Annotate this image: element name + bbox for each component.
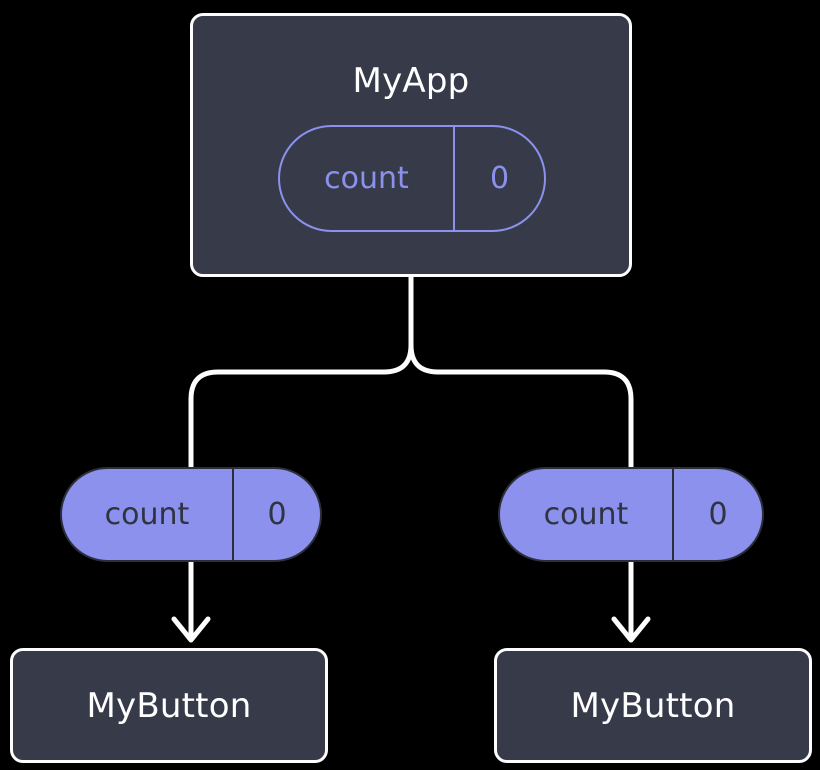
node-mybutton-left[interactable]: MyButton <box>10 648 328 763</box>
prop-pill-left[interactable]: count 0 <box>60 467 322 562</box>
state-pill-myapp-key: count <box>280 127 455 230</box>
arrowhead-right-icon <box>611 616 651 643</box>
prop-pill-left-key: count <box>62 469 234 560</box>
prop-pill-right-value: 0 <box>708 496 728 532</box>
node-myapp[interactable]: MyApp <box>190 13 632 277</box>
node-mybutton-left-title: MyButton <box>86 685 252 726</box>
arrowhead-left-icon <box>171 616 211 643</box>
state-pill-myapp-value: 0 <box>489 160 510 196</box>
edge-split-left <box>188 274 414 473</box>
prop-pill-left-value: 0 <box>267 496 287 532</box>
state-pill-myapp[interactable]: count 0 <box>278 125 546 232</box>
prop-pill-right-key: count <box>500 469 674 560</box>
edge-split-right <box>408 274 634 473</box>
node-myapp-title: MyApp <box>352 61 470 101</box>
node-mybutton-right-title: MyButton <box>570 685 736 726</box>
prop-pill-right[interactable]: count 0 <box>498 467 764 562</box>
node-mybutton-right[interactable]: MyButton <box>494 648 812 763</box>
